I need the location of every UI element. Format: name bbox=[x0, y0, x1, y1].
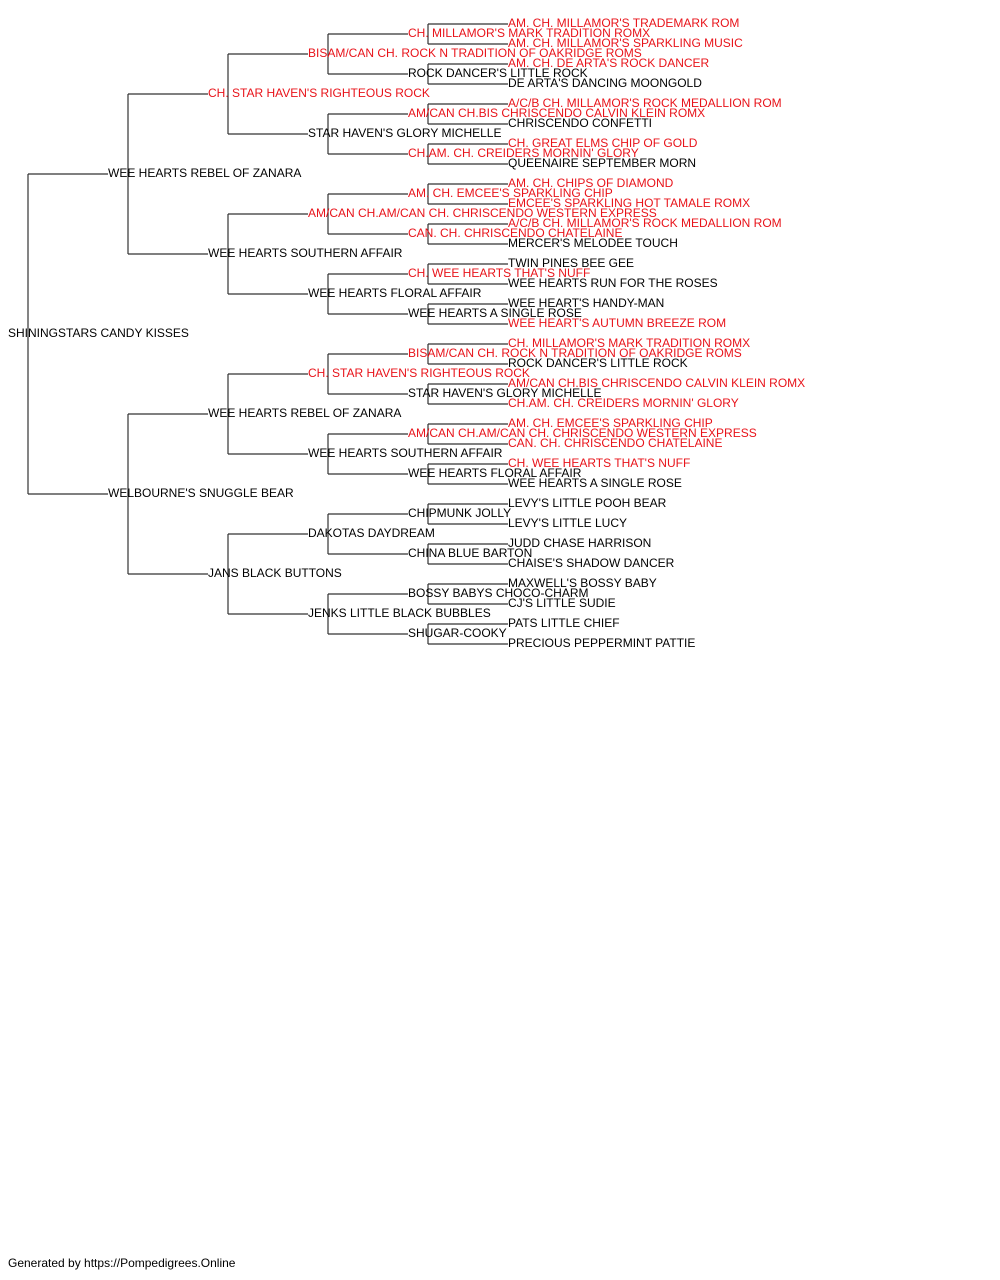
dog-name: WELBOURNE'S SNUGGLE BEAR bbox=[108, 486, 294, 500]
dog-name: AM. CH. EMCEE'S SPARKLING CHIP bbox=[408, 186, 613, 200]
dog-name: AM/CAN CH.AM/CAN CH. CHRISCENDO WESTERN … bbox=[408, 426, 757, 440]
dog-name: LEVY'S LITTLE POOH BEAR bbox=[508, 496, 667, 510]
dog-name: WEE HEARTS FLORAL AFFAIR bbox=[308, 286, 482, 300]
dog-name: CJ'S LITTLE SUDIE bbox=[508, 596, 616, 610]
dog-name: QUEENAIRE SEPTEMBER MORN bbox=[508, 156, 696, 170]
dog-name: PRECIOUS PEPPERMINT PATTIE bbox=[508, 636, 695, 650]
dog-name: TWIN PINES BEE GEE bbox=[508, 256, 634, 270]
dog-name: WEE HEARTS SOUTHERN AFFAIR bbox=[308, 446, 503, 460]
dog-name: JANS BLACK BUTTONS bbox=[208, 566, 342, 580]
dog-name: STAR HAVEN'S GLORY MICHELLE bbox=[308, 126, 501, 140]
dog-name: CH.AM. CH. CREIDERS MORNIN' GLORY bbox=[508, 396, 739, 410]
dog-name: ROCK DANCER'S LITTLE ROCK bbox=[508, 356, 688, 370]
dog-name: CHRISCENDO CONFETTI bbox=[508, 116, 652, 130]
dog-name: WEE HEARTS FLORAL AFFAIR bbox=[408, 466, 582, 480]
dog-name: MAXWELL'S BOSSY BABY bbox=[508, 576, 657, 590]
dog-name: AM/CAN CH.BIS CHRISCENDO CALVIN KLEIN RO… bbox=[508, 376, 805, 390]
dog-name: PATS LITTLE CHIEF bbox=[508, 616, 620, 630]
dog-name: SHININGSTARS CANDY KISSES bbox=[8, 326, 189, 340]
dog-name: EMCEE'S SPARKLING HOT TAMALE ROMX bbox=[508, 196, 750, 210]
dog-name: STAR HAVEN'S GLORY MICHELLE bbox=[408, 386, 601, 400]
dog-name: AM. CH. MILLAMOR'S SPARKLING MUSIC bbox=[508, 36, 743, 50]
dog-name: BISAM/CAN CH. ROCK N TRADITION OF OAKRID… bbox=[308, 46, 642, 60]
dog-name: A/C/B CH. MILLAMOR'S ROCK MEDALLION ROM bbox=[508, 96, 782, 110]
dog-name: CHIPMUNK JOLLY bbox=[408, 506, 511, 520]
dog-name: AM. CH. EMCEE'S SPARKLING CHIP bbox=[508, 416, 713, 430]
dog-name: CHAISE'S SHADOW DANCER bbox=[508, 556, 675, 570]
dog-name: AM. CH. MILLAMOR'S TRADEMARK ROM bbox=[508, 16, 739, 30]
dog-name: WEE HEARTS REBEL OF ZANARA bbox=[208, 406, 401, 420]
dog-name: WEE HEART'S AUTUMN BREEZE ROM bbox=[508, 316, 726, 330]
dog-name: CH. GREAT ELMS CHIP OF GOLD bbox=[508, 136, 698, 150]
dog-name: CH. MILLAMOR'S MARK TRADITION ROMX bbox=[408, 26, 650, 40]
pedigree-tree: AM. CH. MILLAMOR'S TRADEMARK ROM AM. CH. … bbox=[8, 16, 805, 650]
dog-name: BOSSY BABYS CHOCO-CHARM bbox=[408, 586, 588, 600]
dog-name: WEE HEARTS A SINGLE ROSE bbox=[508, 476, 682, 490]
dog-name: WEE HEARTS SOUTHERN AFFAIR bbox=[208, 246, 403, 260]
dog-name: BISAM/CAN CH. ROCK N TRADITION OF OAKRID… bbox=[408, 346, 742, 360]
dog-name: SHUGAR-COOKY bbox=[408, 626, 507, 640]
dog-name: LEVY'S LITTLE LUCY bbox=[508, 516, 627, 530]
dog-name: A/C/B CH. MILLAMOR'S ROCK MEDALLION ROM bbox=[508, 216, 782, 230]
dog-name: ROCK DANCER'S LITTLE ROCK bbox=[408, 66, 588, 80]
dog-name: WEE HEARTS RUN FOR THE ROSES bbox=[508, 276, 718, 290]
dog-name: WEE HEART'S HANDY-MAN bbox=[508, 296, 664, 310]
dog-name: CHINA BLUE BARTON bbox=[408, 546, 532, 560]
dog-name: DAKOTAS DAYDREAM bbox=[308, 526, 435, 540]
dog-name: AM. CH. DE ARTA'S ROCK DANCER bbox=[508, 56, 710, 70]
dog-name: DE ARTA'S DANCING MOONGOLD bbox=[508, 76, 702, 90]
dog-name: CH. MILLAMOR'S MARK TRADITION ROMX bbox=[508, 336, 750, 350]
dog-name: CH. WEE HEARTS THAT'S NUFF bbox=[508, 456, 690, 470]
dog-name: CH.AM. CH. CREIDERS MORNIN' GLORY bbox=[408, 146, 639, 160]
dog-name: CH. STAR HAVEN'S RIGHTEOUS ROCK bbox=[308, 366, 530, 380]
dog-name: WEE HEARTS A SINGLE ROSE bbox=[408, 306, 582, 320]
dog-name: CAN. CH. CHRISCENDO CHATELAINE bbox=[508, 436, 722, 450]
dog-name: AM. CH. CHIPS OF DIAMOND bbox=[508, 176, 674, 190]
dog-name: JUDD CHASE HARRISON bbox=[508, 536, 651, 550]
dog-name: AM/CAN CH.BIS CHRISCENDO CALVIN KLEIN RO… bbox=[408, 106, 705, 120]
dog-name: CAN. CH. CHRISCENDO CHATELAINE bbox=[408, 226, 622, 240]
dog-name: WEE HEARTS REBEL OF ZANARA bbox=[108, 166, 301, 180]
footer-credit: Generated by https://Pompedigrees.Online bbox=[8, 1256, 236, 1270]
dog-name: CH. WEE HEARTS THAT'S NUFF bbox=[408, 266, 590, 280]
dog-name: CH. STAR HAVEN'S RIGHTEOUS ROCK bbox=[208, 86, 430, 100]
dog-name: MERCER'S MELODEE TOUCH bbox=[508, 236, 678, 250]
dog-name: AM/CAN CH.AM/CAN CH. CHRISCENDO WESTERN … bbox=[308, 206, 657, 220]
dog-name: JENKS LITTLE BLACK BUBBLES bbox=[308, 606, 491, 620]
